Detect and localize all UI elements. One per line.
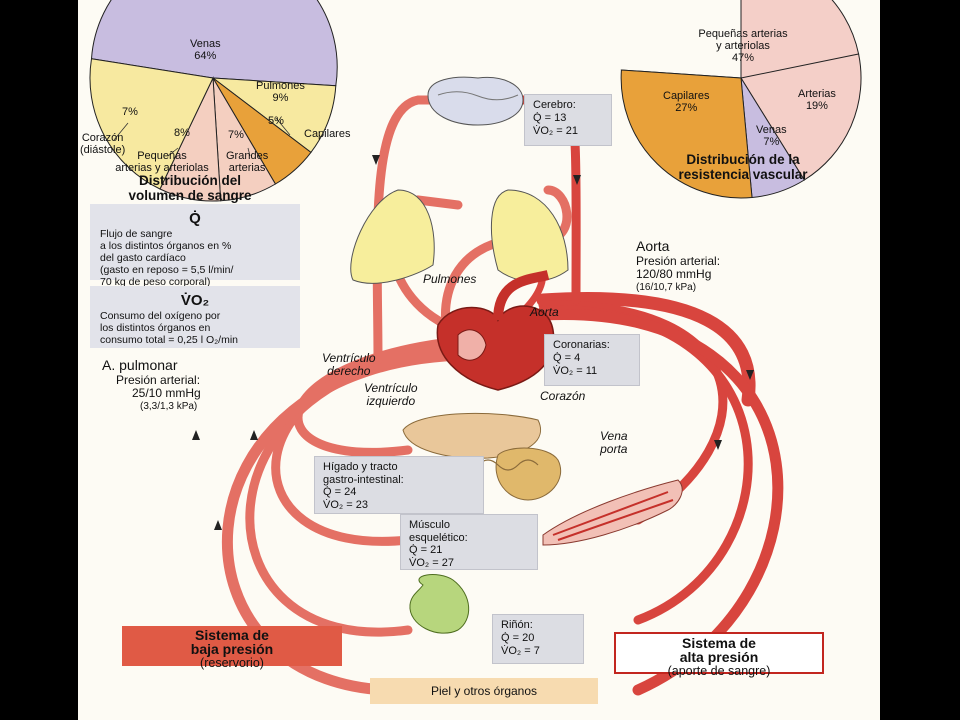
vo2-symbol: V̇O₂ (180, 292, 210, 309)
rinon-box: Riñón: Q̇ = 20 V̇O₂ = 7 (492, 614, 584, 664)
aorta-kpa: (16/10,7 kPa) (636, 282, 697, 293)
volume-slice-corazon (89, 58, 214, 190)
legend-q: Q̇ Flujo de sangre a los distintos órgan… (90, 204, 300, 288)
legend-vo2: V̇O₂ Consumo del oxígeno por los distint… (90, 286, 300, 348)
resistance-slice-arterias (740, 53, 862, 181)
resistance-pie (620, 0, 862, 199)
coronarias-box: Coronarias: Q̇ = 4 V̇O₂ = 11 (544, 334, 640, 386)
pulmonar-kpa: (3,3/1,3 kPa) (140, 401, 198, 412)
higado-box: Hígado y tracto gastro-intestinal: Q̇ = … (314, 456, 484, 514)
circulation-drawing (89, 0, 862, 696)
pulmonar-pressure: 25/10 mmHg (132, 386, 201, 400)
musculo-box: Músculo esquelético: Q̇ = 21 V̇O₂ = 27 (400, 514, 538, 570)
volume-pct-corazon: 7% (122, 106, 138, 118)
low-pressure-system: Sistema de baja presión (reservorio) (122, 626, 342, 670)
volume-pct-pequenas: 8% (174, 127, 190, 139)
liver-gut (402, 412, 562, 501)
volume-slice-venas (90, 0, 338, 87)
volume-pie (89, 0, 338, 202)
label-corazon: Corazón (540, 389, 586, 403)
volume-label-corazon: Corazón(diástole) (80, 132, 126, 156)
q-description: Flujo de sangre a los distintos órganos … (100, 228, 234, 288)
high-pressure-system: Sistema de alta presión (aporte de sangr… (614, 632, 824, 678)
resistance-slice-capilares (620, 69, 753, 199)
pulmonar-title: A. pulmonar (102, 357, 178, 373)
vo2-description: Consumo del oxígeno por los distintos ór… (100, 310, 239, 346)
label-pulmones: Pulmones (423, 272, 477, 286)
cerebro-box: Cerebro: Q̇ = 13 V̇O₂ = 21 (524, 94, 612, 146)
aorta-pressure: 120/80 mmHg (636, 267, 712, 281)
heart (436, 270, 555, 391)
muscle (542, 479, 683, 546)
volume-pct-capilares: 5% (268, 115, 284, 127)
q-symbol: Q̇ (189, 210, 201, 227)
volume-label-capilares: Capilares (304, 128, 351, 140)
lungs (350, 189, 569, 284)
label-aorta-small: Aorta (530, 305, 559, 319)
aorta-title: Aorta (636, 238, 670, 254)
kidney (409, 574, 470, 634)
aorta-pressure-label: Presión arterial: (636, 254, 721, 268)
volume-pct-grandes: 7% (228, 129, 244, 141)
pulmonar-pressure-label: Presión arterial: (116, 373, 201, 387)
brain (427, 76, 524, 126)
footer-piel: Piel y otros órganos (370, 678, 598, 704)
